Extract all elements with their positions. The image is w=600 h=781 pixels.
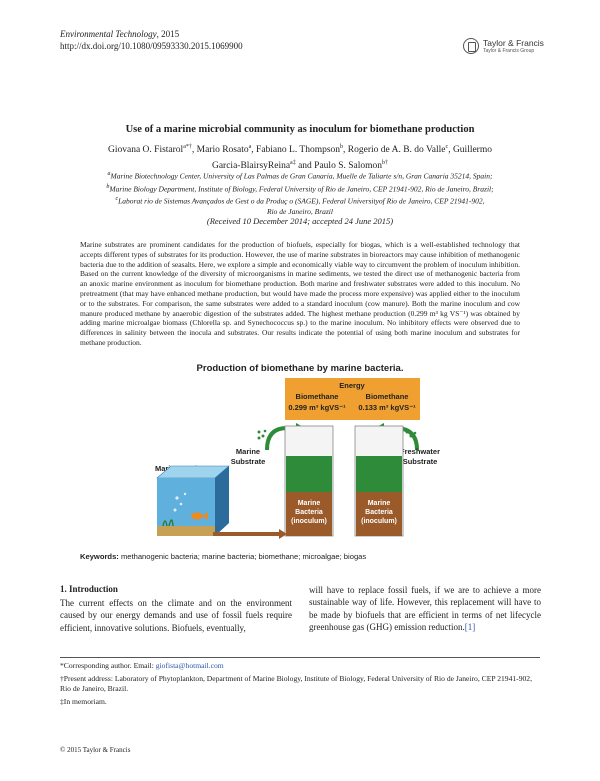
- publisher-group: Taylor & Francis Group: [483, 48, 535, 54]
- graphical-abstract: Production of biomethane by marine bacte…: [155, 363, 440, 539]
- keywords: Keywords: methanogenic bacteria; marine …: [80, 552, 366, 561]
- intro-column-1: The current effects on the climate and o…: [60, 598, 292, 633]
- fresh-substrate-label: Freshwater: [400, 447, 440, 456]
- reactor-1: [284, 425, 334, 537]
- figure-title: Production of biomethane by marine bacte…: [197, 363, 404, 374]
- biomethane-1-value: 0.299 m³ kgVS⁻¹: [288, 403, 346, 412]
- publisher-seal-icon: [463, 38, 479, 54]
- aquarium: [156, 465, 230, 536]
- paper-title: Use of a marine microbial community as i…: [125, 124, 475, 135]
- reactor-2-bacteria-label: Marine: [368, 500, 391, 507]
- journal-title: Environmental Technology: [60, 29, 157, 39]
- reactor-2: [354, 425, 404, 537]
- affiliation-b: Marine Biology Department, Institute of …: [109, 184, 494, 193]
- affiliation-c-cont: Rio de Janeiro, Brazil: [267, 206, 333, 216]
- reactor-1-bacteria-label: Marine: [298, 500, 321, 507]
- received-dates: (Received 10 December 2014; accepted 24 …: [206, 216, 394, 226]
- bubbles-icon: [173, 492, 187, 512]
- reference-link[interactable]: [1]: [464, 622, 476, 633]
- footnote-memoriam: ‡In memoriam.: [60, 697, 107, 706]
- author-list: Giovana O. Fistarola*†, Mario Rosatoa, F…: [108, 144, 492, 171]
- footnote-corresponding: *Corresponding author. Email: giofista@h…: [60, 661, 224, 670]
- biomethane-2-value: 0.133 m³ kgVS⁻¹: [358, 403, 416, 412]
- section-heading-introduction: 1. Introduction: [60, 584, 118, 594]
- intro-column-2: will have to replace fossil fuels, if we…: [309, 585, 541, 633]
- svg-text:Substrate: Substrate: [403, 457, 438, 466]
- abstract: Marine substrates are prominent candidat…: [80, 240, 520, 347]
- affiliation-c: Laborat rio de Sistemas Avançados de Ges…: [118, 196, 485, 206]
- publisher-logo: Taylor & Francis Taylor & Francis Group: [463, 36, 544, 58]
- biomethane-1-label: Biomethane: [296, 392, 339, 401]
- energy-label: Energy: [339, 381, 365, 390]
- footnote-divider: [60, 657, 540, 658]
- affiliation-a: Marine Biotechnology Center, University …: [110, 171, 493, 181]
- svg-text:(inoculum): (inoculum): [361, 518, 397, 525]
- svg-text:Bacteria: Bacteria: [295, 509, 323, 516]
- publisher-name: Taylor & Francis: [483, 38, 544, 48]
- affiliations: aMarine Biotechnology Center, University…: [60, 169, 540, 217]
- copyright: © 2015 Taylor & Francis: [60, 746, 131, 754]
- journal-header: Environmental Technology, 2015 http://dx…: [60, 28, 243, 52]
- biomethane-2-label: Biomethane: [366, 392, 409, 401]
- svg-text:Bacteria: Bacteria: [365, 509, 393, 516]
- marine-substrate-label: Marine: [236, 447, 260, 456]
- keywords-label: Keywords:: [80, 552, 119, 561]
- doi-link[interactable]: http://dx.doi.org/10.1080/09593330.2015.…: [60, 41, 243, 51]
- svg-text:(inoculum): (inoculum): [291, 518, 327, 525]
- footnote-present-address: †Present address: Laboratory of Phytopla…: [60, 674, 532, 693]
- fish-icon: [191, 512, 203, 520]
- keywords-list: methanogenic bacteria; marine bacteria; …: [118, 552, 367, 561]
- fresh-substrate-dots-icon: [405, 430, 417, 438]
- author: Giovana O. Fistarol: [108, 145, 184, 156]
- seaweed-icon: [162, 519, 174, 527]
- journal-year: , 2015: [156, 29, 180, 39]
- email-link[interactable]: giofista@hotmail.com: [155, 661, 224, 670]
- energy-box: [285, 378, 420, 420]
- marine-substrate-dots-icon: [257, 429, 267, 440]
- svg-text:Substrate: Substrate: [231, 457, 266, 466]
